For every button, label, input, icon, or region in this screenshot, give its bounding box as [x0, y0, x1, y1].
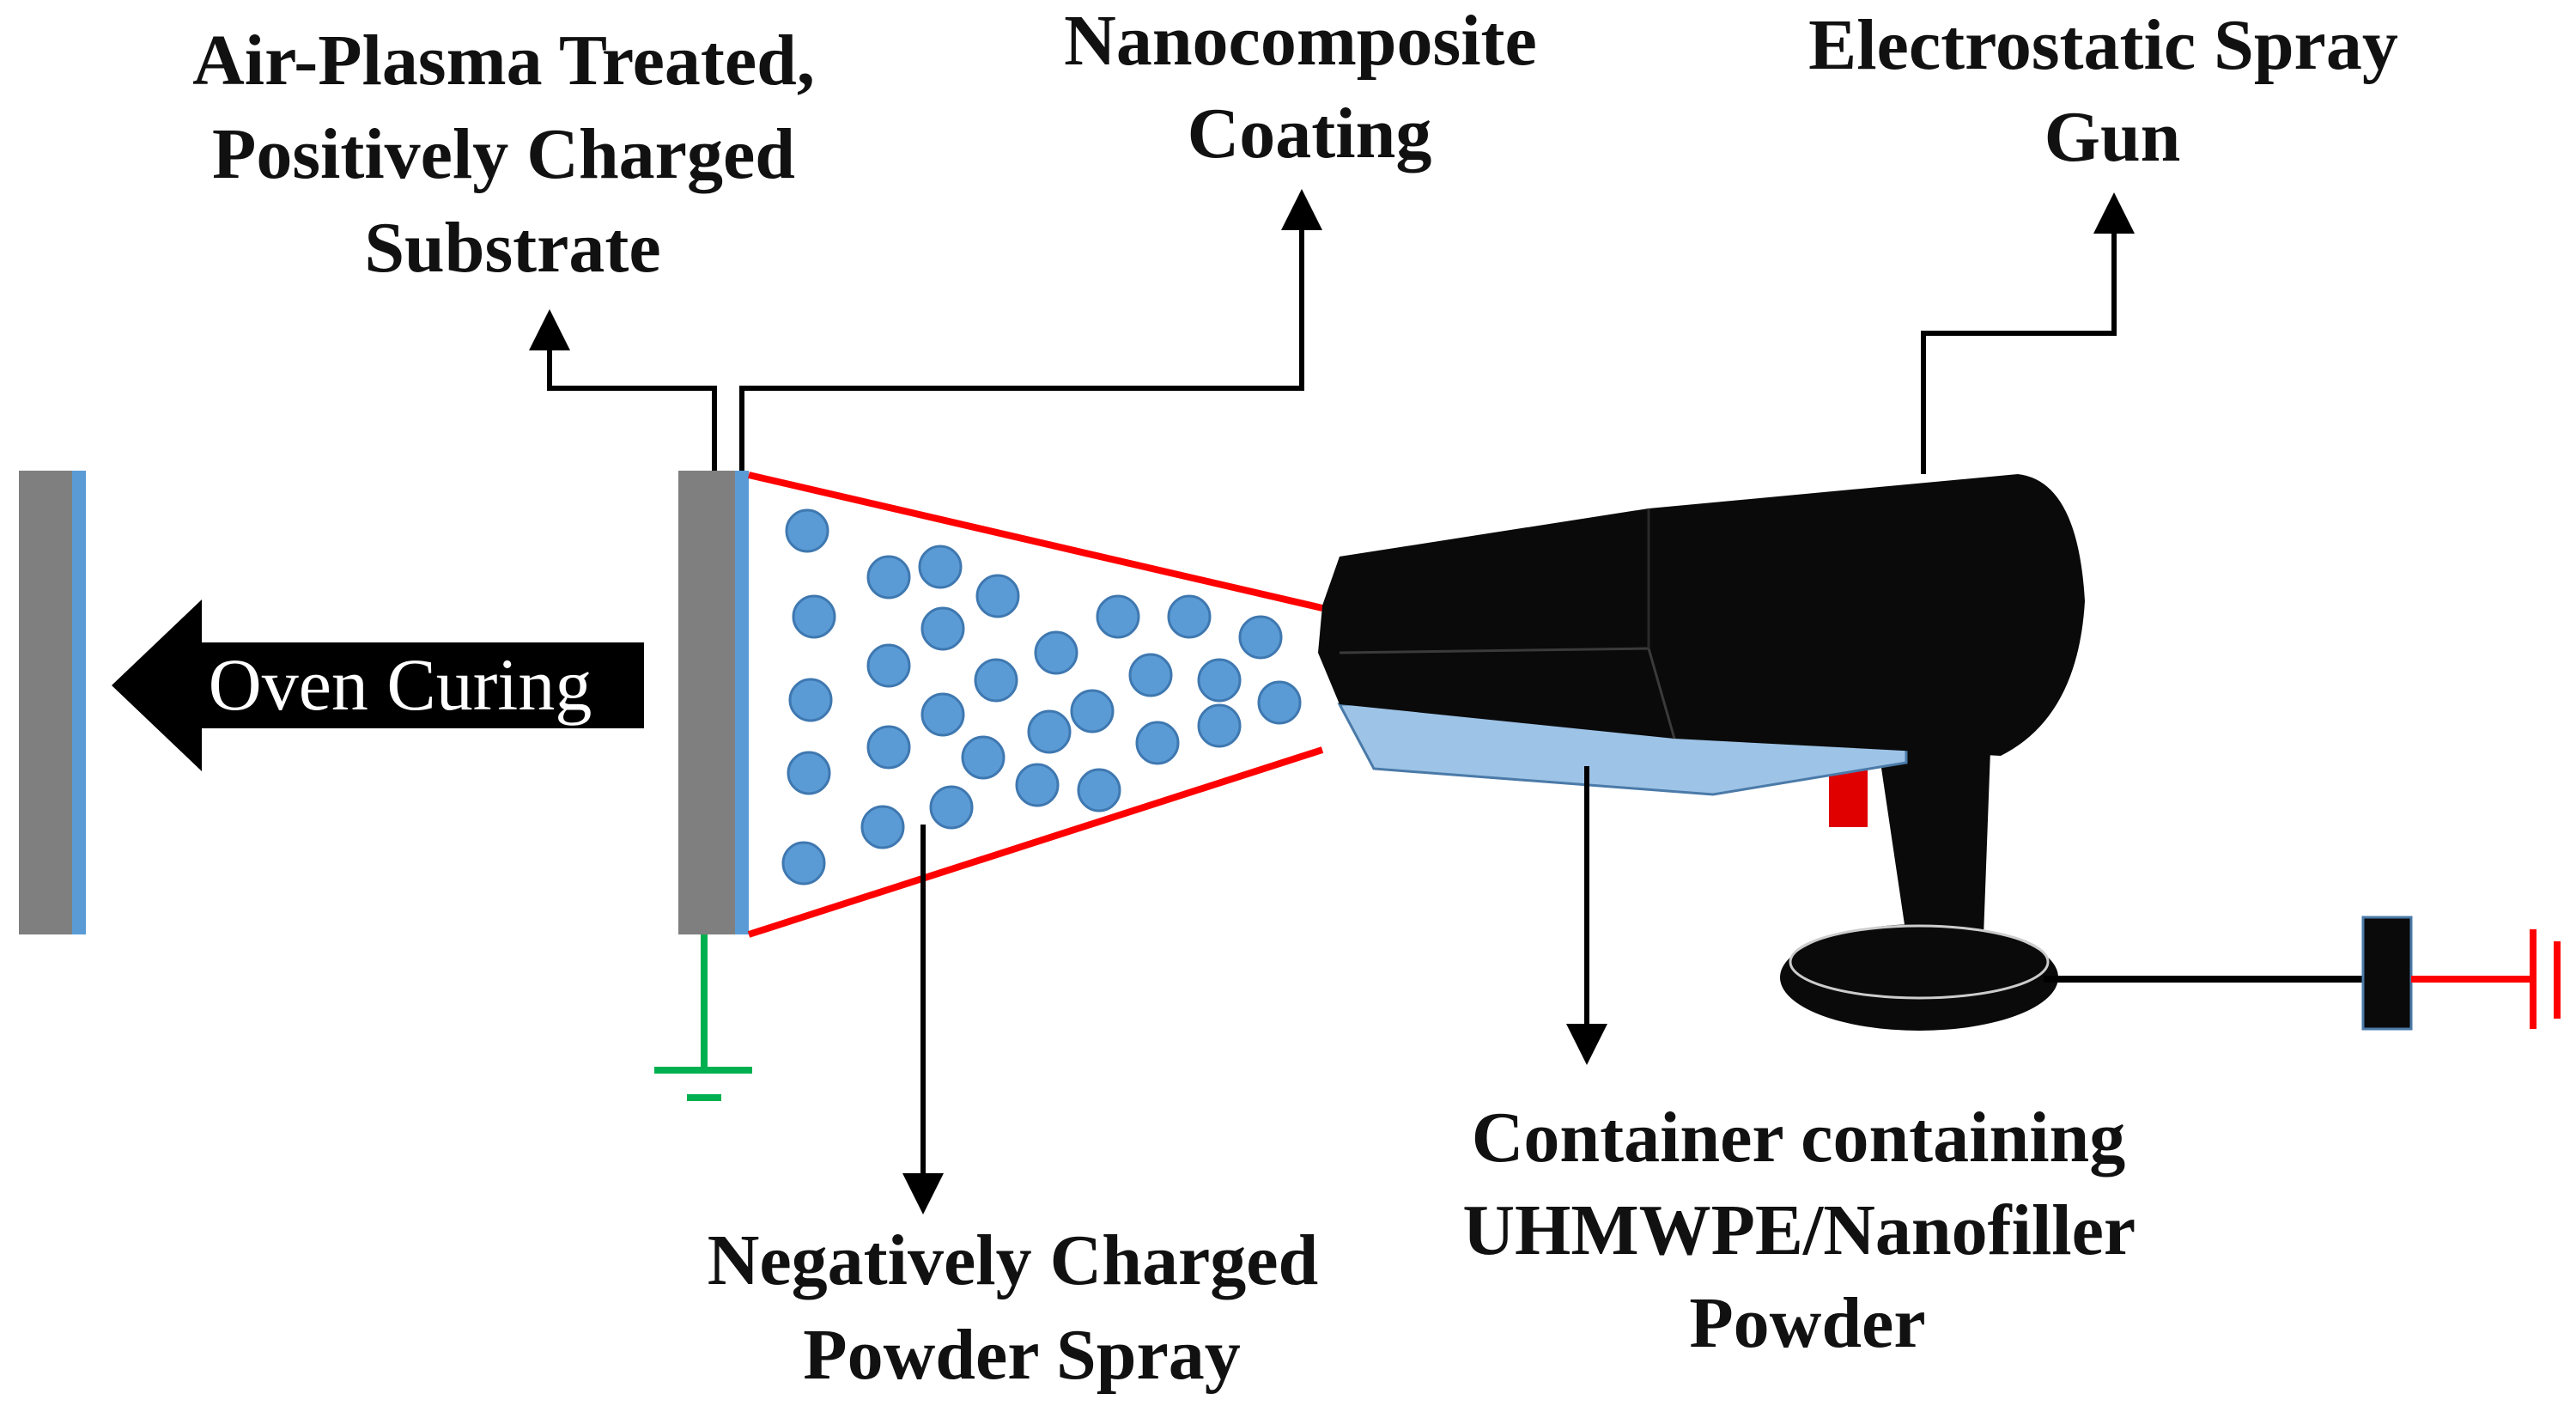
container-label-line: Container containing: [1472, 1098, 2126, 1178]
powder-particle: [787, 751, 831, 795]
power-cable: [2044, 916, 2561, 1031]
spray-cone: [747, 472, 1324, 938]
gun-label-line: Gun: [2044, 97, 2181, 177]
powder-particle: [1167, 594, 1212, 639]
powder-particle: [792, 594, 836, 639]
substrate-label-line: Positively Charged: [212, 114, 795, 194]
left-arrow-icon: [112, 599, 644, 771]
gun-base-rim: [1789, 924, 2050, 1000]
cured-substrate-coating: [72, 471, 86, 934]
coating-label: Nanocomposite Coating: [1064, 1, 1555, 173]
container-label-line: UHMWPE/Nanofiller: [1462, 1190, 2135, 1270]
powder-particle: [785, 508, 829, 553]
powder-particle: [918, 545, 963, 589]
powder-particle: [1238, 615, 1283, 660]
powder-particle: [788, 678, 833, 722]
cured-substrate: [19, 471, 86, 934]
powder-particle: [1128, 653, 1173, 697]
powder-particle: [1135, 721, 1180, 765]
powder-particle: [974, 658, 1018, 703]
powder-particle: [1070, 689, 1115, 733]
substrate-label-line: Substrate: [364, 208, 660, 288]
coating-leader-arrow: [739, 189, 1322, 471]
coating-layer: [735, 471, 749, 934]
powder-particle: [920, 692, 965, 737]
powder-particle: [1077, 768, 1121, 813]
power-ground-symbol-icon: [2530, 929, 2561, 1029]
leader-lines: [529, 189, 2135, 1214]
powder-particle: [1015, 763, 1060, 807]
powder-particle: [1027, 709, 1072, 754]
spray-cone-bottom-edge: [747, 746, 1324, 938]
spray-label: Negatively Charged Powder Spray: [708, 1220, 1337, 1395]
gun-nozzle: [1318, 557, 1374, 704]
spray-cone-top-edge: [748, 472, 1323, 612]
cured-substrate-plate: [19, 471, 72, 934]
gun-label-line: Electrostatic Spray: [1808, 5, 2398, 85]
powder-particle: [961, 735, 1005, 780]
coating-label-line: Nanocomposite: [1064, 1, 1537, 81]
spray-label-line: Negatively Charged: [708, 1220, 1319, 1300]
spray-gun: [1318, 474, 2085, 1031]
powder-particle: [1257, 680, 1302, 725]
powder-particle: [1096, 594, 1140, 639]
powder-particle: [781, 841, 826, 886]
powder-particle: [866, 555, 911, 599]
spray-label-line: Powder Spray: [803, 1315, 1240, 1395]
gun-body: [1340, 474, 2085, 756]
gun-trigger: [1829, 769, 1868, 827]
powder-particle: [860, 805, 905, 849]
powder-particle: [1197, 658, 1242, 703]
substrate-leader-arrow: [529, 309, 717, 471]
powder-particle: [920, 606, 965, 651]
gun-leader-arrow: [1921, 192, 2135, 474]
substrate-label: Air-Plasma Treated, Positively Charged S…: [192, 21, 833, 288]
gun-label: Electrostatic Spray Gun: [1808, 5, 2416, 177]
coating-label-line: Coating: [1188, 94, 1432, 173]
oven-curing-arrow: Oven Curing: [112, 599, 644, 771]
oven-curing-label: Oven Curing: [209, 643, 592, 726]
substrate-label-line: Air-Plasma Treated,: [192, 21, 815, 100]
powder-particle: [929, 785, 974, 830]
powder-particle: [866, 725, 911, 770]
ground-symbol-icon: [654, 934, 752, 1101]
substrate: [678, 471, 749, 934]
powder-particle: [975, 574, 1020, 618]
powder-particle: [1034, 630, 1078, 675]
container-label: Container containing UHMWPE/Nanofiller P…: [1462, 1098, 2152, 1363]
gun-base: [1780, 924, 2058, 1031]
substrate-plate: [678, 471, 735, 934]
powder-particle: [866, 643, 911, 688]
powder-particles: [781, 508, 1302, 886]
cable-connector: [2361, 916, 2413, 1031]
powder-particle: [1197, 703, 1242, 748]
container-label-line: Powder: [1689, 1283, 1925, 1363]
